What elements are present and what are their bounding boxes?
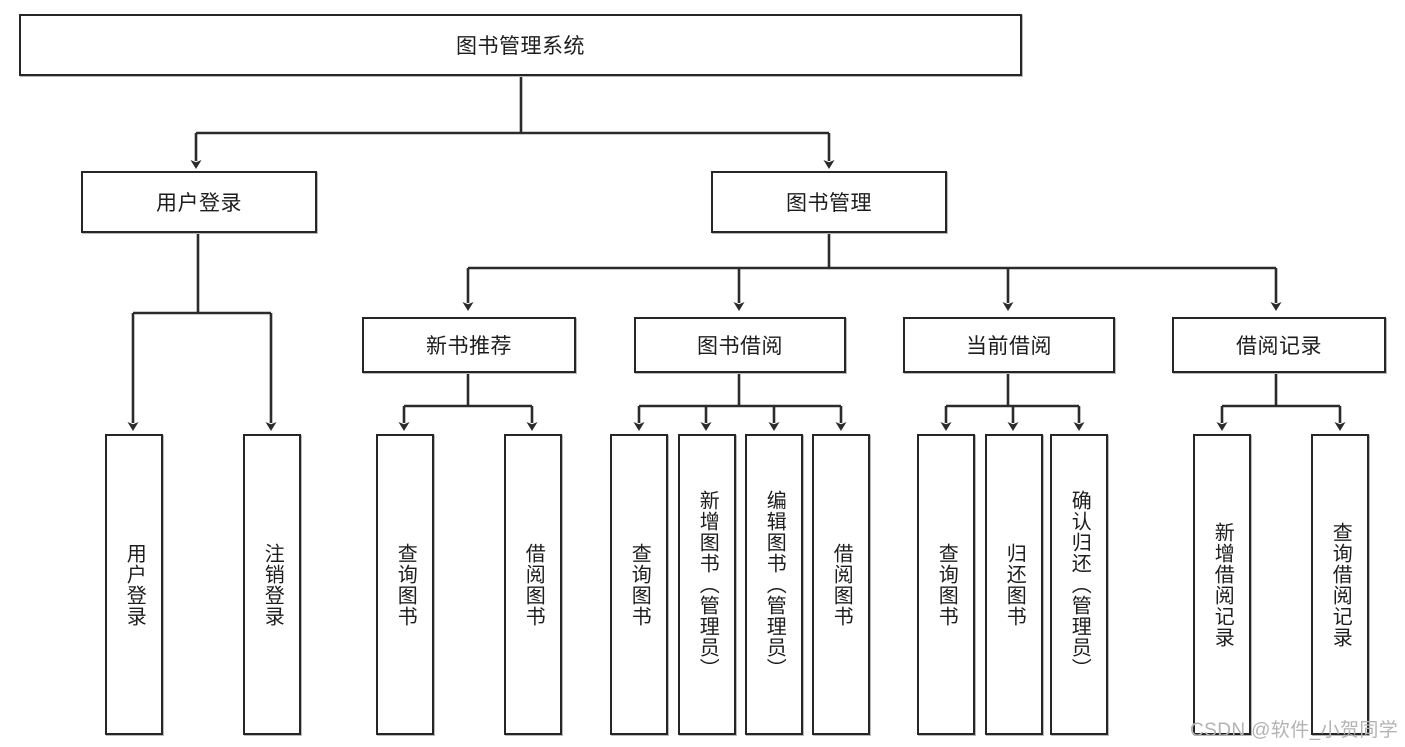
- node-label: 确认归还（管理员）: [1068, 490, 1091, 679]
- node-label: 查询图书: [628, 542, 651, 627]
- leaf-borrow-book-new[interactable]: 借阅图书: [504, 434, 562, 735]
- node-label: 归还图书: [1003, 542, 1026, 627]
- node-user-login[interactable]: 用户登录: [81, 171, 317, 233]
- node-label: 图书借阅: [697, 335, 783, 358]
- node-label: 查询图书: [394, 542, 417, 627]
- node-label: 新书推荐: [426, 335, 512, 358]
- node-label: 借阅记录: [1236, 335, 1322, 358]
- node-borrow-record[interactable]: 借阅记录: [1172, 317, 1386, 373]
- leaf-query-book-current[interactable]: 查询图书: [917, 434, 975, 735]
- node-label: 新增借阅记录: [1211, 521, 1234, 648]
- node-label: 图书管理: [786, 192, 872, 215]
- leaf-query-borrow-record[interactable]: 查询借阅记录: [1311, 434, 1369, 735]
- node-label: 用户登录: [123, 542, 146, 627]
- leaf-logout[interactable]: 注销登录: [243, 434, 301, 735]
- node-label: 注销登录: [261, 542, 284, 627]
- node-new-book-recommend[interactable]: 新书推荐: [362, 317, 576, 373]
- node-label: 当前借阅: [966, 335, 1052, 358]
- node-book-management[interactable]: 图书管理: [711, 171, 947, 233]
- leaf-query-book-borrow[interactable]: 查询图书: [610, 434, 668, 735]
- node-root-system[interactable]: 图书管理系统: [19, 14, 1022, 76]
- leaf-return-book[interactable]: 归还图书: [985, 434, 1043, 735]
- node-label: 新增图书（管理员）: [696, 490, 719, 679]
- node-label: 用户登录: [156, 192, 242, 215]
- node-label: 查询图书: [935, 542, 958, 627]
- leaf-confirm-return-admin[interactable]: 确认归还（管理员）: [1050, 434, 1108, 735]
- leaf-add-book-admin[interactable]: 新增图书（管理员）: [678, 434, 736, 735]
- node-label: 借阅图书: [830, 542, 853, 627]
- leaf-borrow-book[interactable]: 借阅图书: [812, 434, 870, 735]
- leaf-edit-book-admin[interactable]: 编辑图书（管理员）: [745, 434, 803, 735]
- leaf-user-login[interactable]: 用户登录: [105, 434, 163, 735]
- node-current-borrow[interactable]: 当前借阅: [903, 317, 1115, 373]
- node-label: 编辑图书（管理员）: [763, 490, 786, 679]
- node-book-borrow[interactable]: 图书借阅: [634, 317, 846, 373]
- node-label: 图书管理系统: [456, 35, 585, 58]
- node-label: 查询借阅记录: [1329, 521, 1352, 648]
- leaf-add-borrow-record[interactable]: 新增借阅记录: [1193, 434, 1251, 735]
- leaf-query-book-new[interactable]: 查询图书: [376, 434, 434, 735]
- node-label: 借阅图书: [522, 542, 545, 627]
- csdn-watermark: CSDN @软件_小贺同学: [1190, 720, 1399, 741]
